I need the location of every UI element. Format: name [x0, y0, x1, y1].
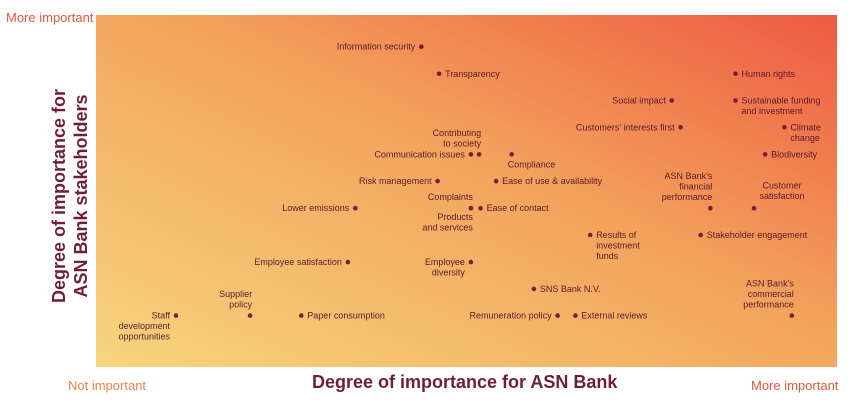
point-customers-interests-first: [678, 125, 683, 130]
point-label-external-reviews: External reviews: [581, 311, 648, 321]
point-supplier-policy: [247, 313, 253, 318]
point-label-human-rights: Human rights: [742, 69, 796, 79]
y-axis-more-important-label: More important: [6, 10, 94, 25]
point-label-paper-consumption: Paper consumption: [307, 311, 385, 321]
point-label-risk-management: Risk management: [359, 176, 432, 186]
point-label-sns-bank-n-v: SNS Bank N.V.: [540, 284, 601, 294]
y-axis-title-line-1: Degree of importance for: [49, 88, 69, 304]
y-axis-title-line-2: ASN Bank stakeholders: [71, 94, 91, 298]
point-label-transparency: Transparency: [445, 69, 500, 79]
point-label-employee-satisfaction: Employee satisfaction: [254, 257, 342, 267]
point-compliance: [509, 152, 514, 157]
point-sns-bank-n-v: [531, 286, 537, 292]
point-social-impact: [669, 98, 675, 103]
point-remuneration-policy: [555, 313, 560, 318]
x-axis-more-important-label: More important: [751, 378, 839, 393]
point-risk-management: [435, 178, 440, 184]
point-label-compliance: Compliance: [508, 159, 556, 169]
x-axis-title: Degree of importance for ASN Bank: [312, 372, 618, 392]
point-contributing-to-society: [476, 152, 482, 157]
y-axis-title: Degree of importance for ASN Bank stakeh…: [48, 81, 92, 311]
point-label-communication-issues: Communication issues: [374, 149, 465, 159]
point-label-information-security: Information security: [337, 42, 416, 52]
point-label-biodiversity: Biodiversity: [771, 149, 818, 159]
point-results-of-investment-funds: [587, 232, 593, 238]
point-stakeholder-engagement: [698, 232, 703, 238]
point-asn-bank-s-financial-performance: [708, 205, 713, 211]
point-label-ease-of-contact: Ease of contact: [487, 203, 550, 213]
point-staff-development-opportunities: [173, 313, 179, 318]
point-products-and-services: [468, 205, 474, 211]
point-transparency: [436, 71, 442, 77]
point-label-stakeholder-engagement: Stakeholder engagement: [707, 230, 808, 240]
point-employee-satisfaction: [345, 259, 351, 265]
point-ease-of-use-availability: [493, 178, 499, 184]
point-communication-issues: [468, 152, 474, 157]
point-asn-bank-s-commercial-performance: [789, 313, 795, 318]
plot-area: [96, 15, 837, 367]
x-axis-not-important-label: Not important: [68, 378, 147, 393]
point-sustainable-funding-and-investment: [733, 98, 738, 103]
point-human-rights: [733, 71, 738, 77]
point-customer-satisfaction: [751, 205, 757, 211]
point-label-complaints: Complaints: [428, 192, 474, 202]
point-lower-emissions: [353, 205, 358, 211]
point-label-ease-of-use-availability: Ease of use & availability: [502, 176, 603, 186]
point-external-reviews: [573, 313, 578, 318]
point-label-social-impact: Social impact: [612, 96, 666, 106]
point-label-remuneration-policy: Remuneration policy: [470, 311, 553, 321]
point-label-lower-emissions: Lower emissions: [282, 203, 350, 213]
point-information-security: [419, 44, 424, 49]
point-employee-diversity: [468, 259, 474, 265]
point-ease-of-contact: [478, 205, 483, 211]
point-biodiversity: [762, 152, 768, 157]
point-paper-consumption: [299, 313, 304, 318]
point-climate-change: [782, 125, 787, 130]
point-label-customers-interests-first: Customers' interests first: [576, 122, 675, 132]
